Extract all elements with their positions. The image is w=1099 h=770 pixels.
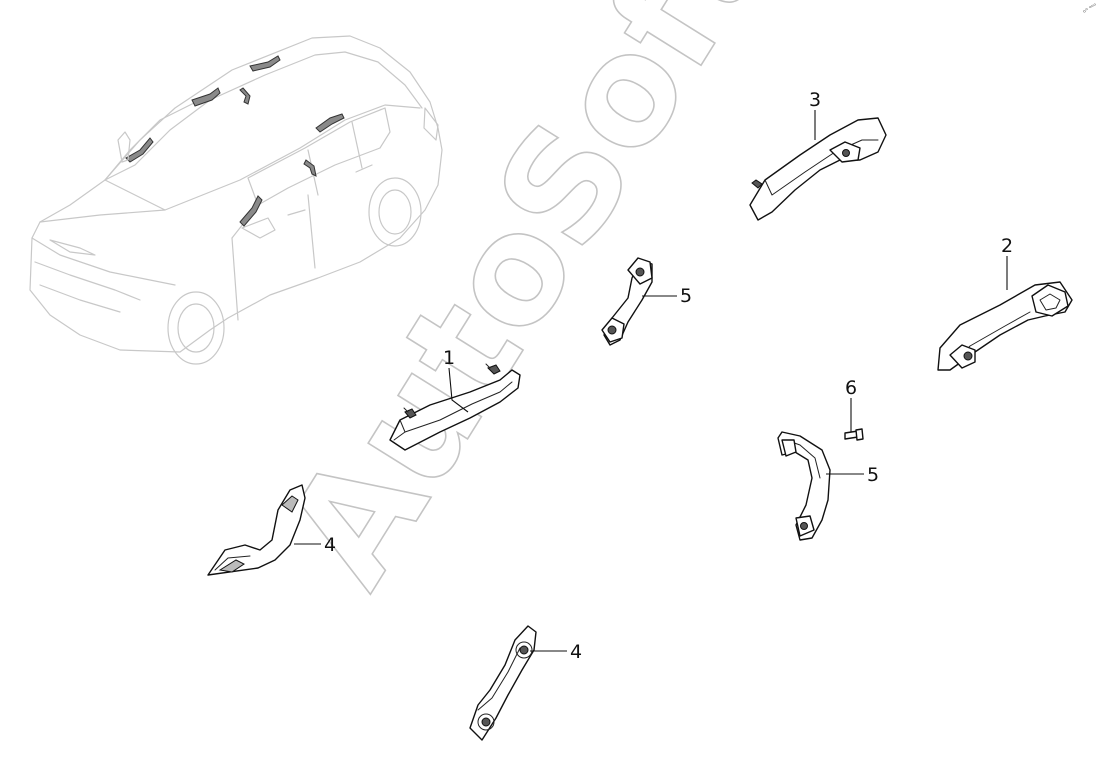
callout-4b: 4 [570, 641, 582, 663]
handle-marker-middle [239, 87, 251, 105]
part-5-handle-center [601, 257, 653, 346]
handle-marker-rear-roof [249, 55, 281, 72]
watermark-text: AutoSoft [253, 0, 796, 614]
part-4-handle-lower-left [207, 484, 306, 576]
part-4-handle-bottom [469, 625, 537, 741]
callout-2: 2 [1001, 235, 1013, 257]
handle-marker-front-left [125, 137, 154, 163]
callout-5a: 5 [680, 285, 692, 307]
leader-lines [294, 110, 1008, 652]
corner-mark: ⸰ᵒ ᵒᵒᵒ [1082, 2, 1099, 16]
handle-marker-front-roof [191, 87, 221, 107]
callout-5b: 5 [867, 464, 879, 486]
callout-3: 3 [809, 89, 821, 111]
leader-1 [448, 367, 469, 413]
callout-4a: 4 [324, 534, 336, 556]
handle-marker-a-pillar [239, 195, 263, 227]
part-1-roof-handle [389, 363, 521, 451]
callout-labels: 1 2 3 4 4 5 5 6 [324, 89, 1013, 663]
handle-marker-b-pillar [303, 159, 317, 177]
part-5-handle-right [777, 431, 831, 541]
vehicle-handle-markers [117, 55, 345, 227]
part-2-grab-handle [937, 281, 1073, 371]
handle-marker-side-rear [315, 113, 345, 133]
vehicle-locator-icon [29, 35, 443, 365]
callout-1: 1 [443, 347, 455, 369]
part-6-bolt-icon [844, 428, 864, 441]
callout-6: 6 [845, 377, 857, 399]
part-3-grab-handle [749, 117, 887, 221]
